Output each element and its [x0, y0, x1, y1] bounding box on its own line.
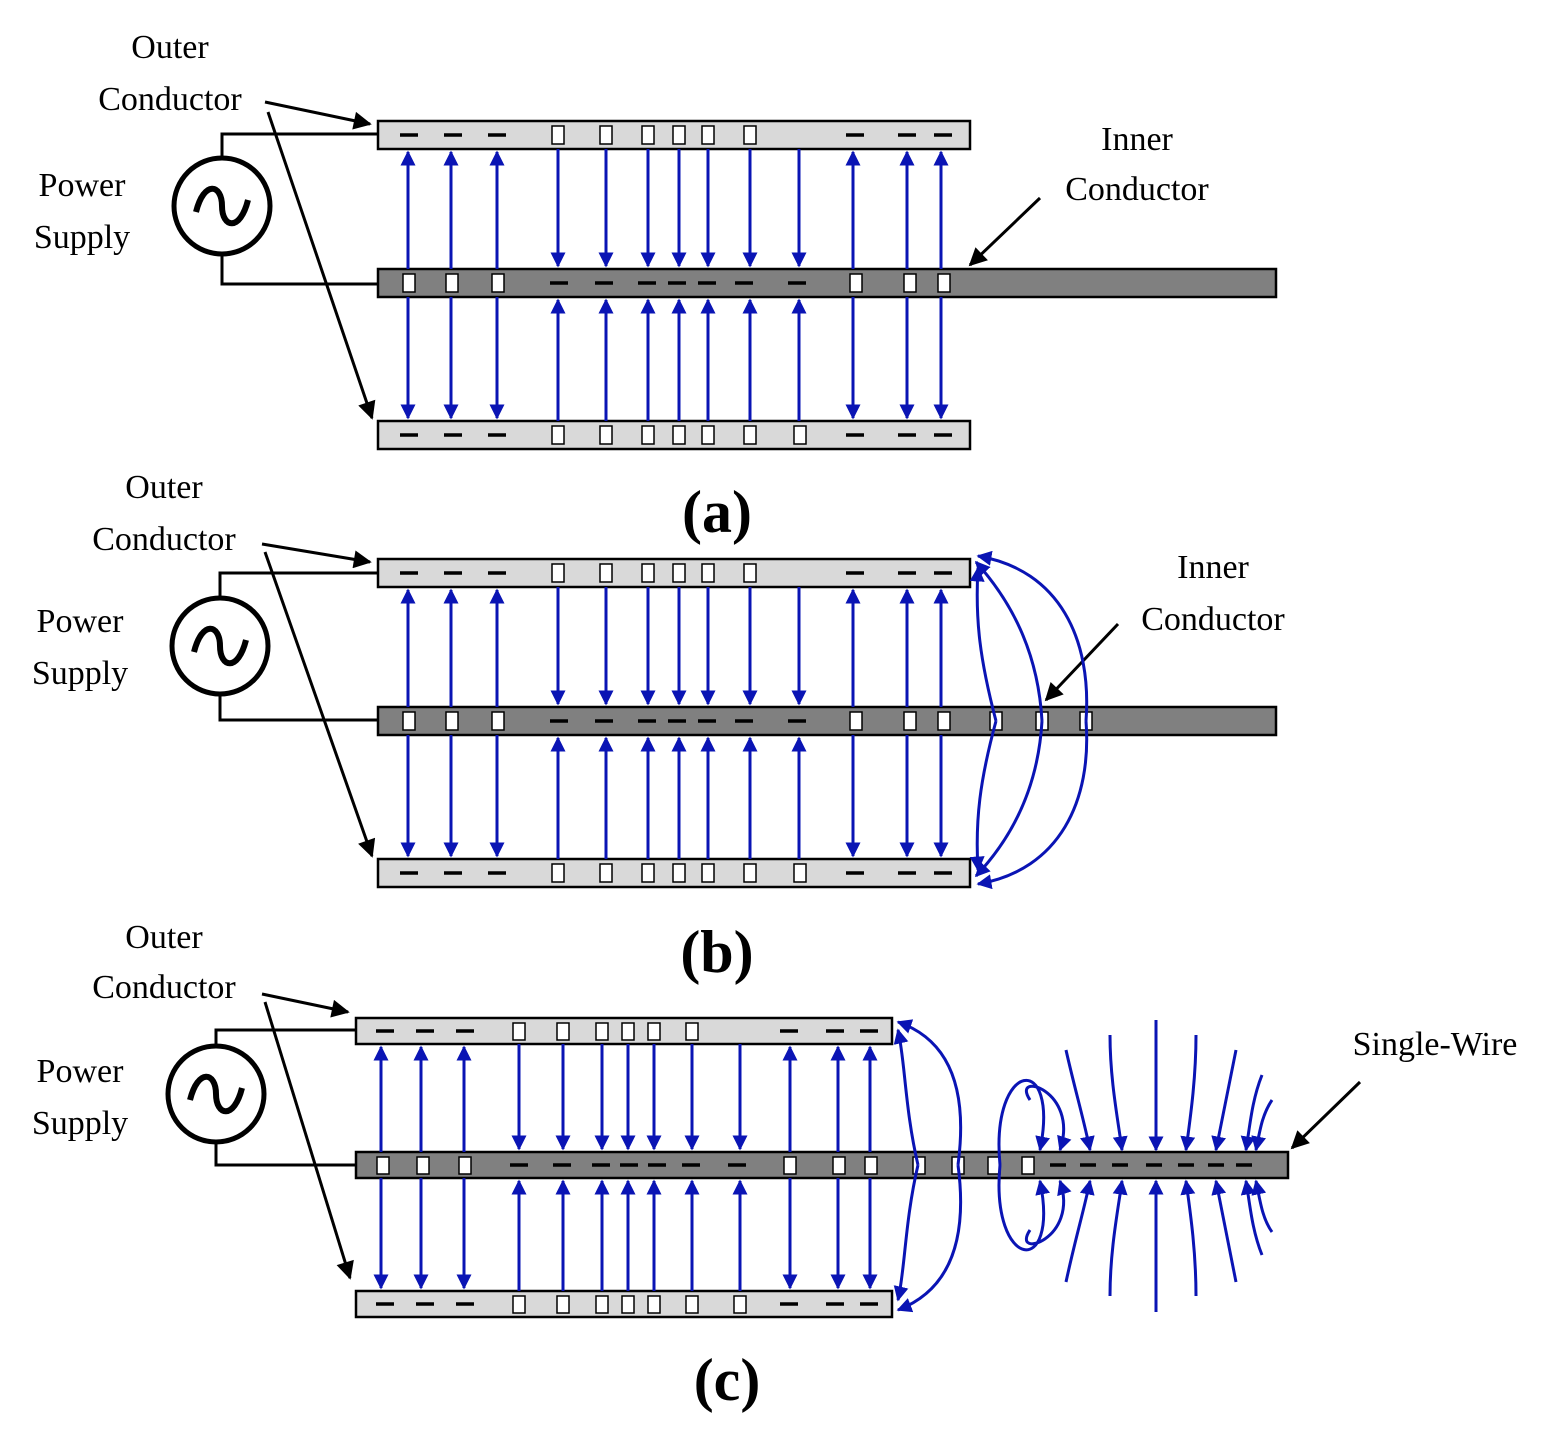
panel-c: Outer Conductor Power Supply Single-Wire	[32, 919, 1518, 1413]
panel-b-caption: (b)	[680, 919, 753, 985]
power-supply-label-line2: Supply	[32, 1105, 128, 1142]
ac-source-icon	[169, 595, 271, 697]
surface-charges	[400, 571, 952, 875]
outer-conductor-label-line1: Outer	[125, 919, 203, 956]
electric-field-lines	[373, 1019, 1274, 1313]
plus-charges	[402, 125, 951, 445]
ac-source-icon	[171, 155, 273, 257]
surface-charges	[400, 133, 952, 437]
inner-conductor-label-line2: Conductor	[1141, 601, 1285, 638]
supply-wire-top	[218, 571, 378, 598]
inner-conductor-label-line2: Conductor	[1065, 171, 1209, 208]
surface-charges	[376, 1029, 1252, 1306]
power-supply-label-line2: Supply	[32, 655, 128, 692]
inner-conductor-label-line1: Inner	[1101, 121, 1173, 158]
supply-wire-bottom	[220, 254, 378, 286]
panel-a-caption: (a)	[682, 479, 752, 545]
inner-conductor-pointer	[968, 196, 1042, 267]
supply-wire-top	[220, 132, 378, 158]
ac-source-icon	[165, 1043, 267, 1145]
outer-conductor-label-line2: Conductor	[92, 521, 236, 558]
power-supply-label-line1: Power	[37, 1053, 125, 1090]
outer-conductor-pointer-lower	[263, 551, 376, 858]
supply-wire-top	[214, 1028, 356, 1046]
power-supply-label-line1: Power	[37, 603, 125, 640]
outer-conductor-label-line2: Conductor	[98, 81, 242, 118]
outer-conductor-pointer	[261, 542, 372, 569]
single-wire-pointer	[1290, 1080, 1362, 1150]
inner-conductor	[376, 267, 1278, 299]
outer-conductor-pointer	[261, 992, 350, 1018]
outer-conductor-label-line1: Outer	[125, 469, 203, 506]
plus-charges	[402, 563, 1093, 883]
electric-field-lines	[400, 550, 1089, 890]
plus-charges	[376, 1022, 1035, 1314]
panel-b: Outer Conductor Power Supply Inner Condu…	[32, 469, 1286, 985]
outer-conductor-pointer-lower	[266, 111, 376, 420]
single-wire-label: Single-Wire	[1353, 1026, 1518, 1063]
outer-conductor-pointer-lower	[263, 1001, 354, 1280]
inner-conductor-label-line1: Inner	[1177, 549, 1249, 586]
supply-wire-bottom	[218, 694, 378, 722]
electric-field-lines	[400, 149, 949, 421]
panel-a: Outer Conductor Power Supply Inner Condu…	[34, 29, 1278, 545]
power-supply-label-line2: Supply	[34, 219, 130, 256]
outer-conductor-pointer	[264, 100, 372, 130]
supply-wire-bottom	[214, 1142, 356, 1167]
inner-conductor	[376, 705, 1278, 737]
outer-conductor-label-line1: Outer	[131, 29, 209, 66]
power-supply-label-line1: Power	[39, 167, 127, 204]
panel-c-caption: (c)	[694, 1347, 761, 1413]
outer-conductor-label-line2: Conductor	[92, 969, 236, 1006]
